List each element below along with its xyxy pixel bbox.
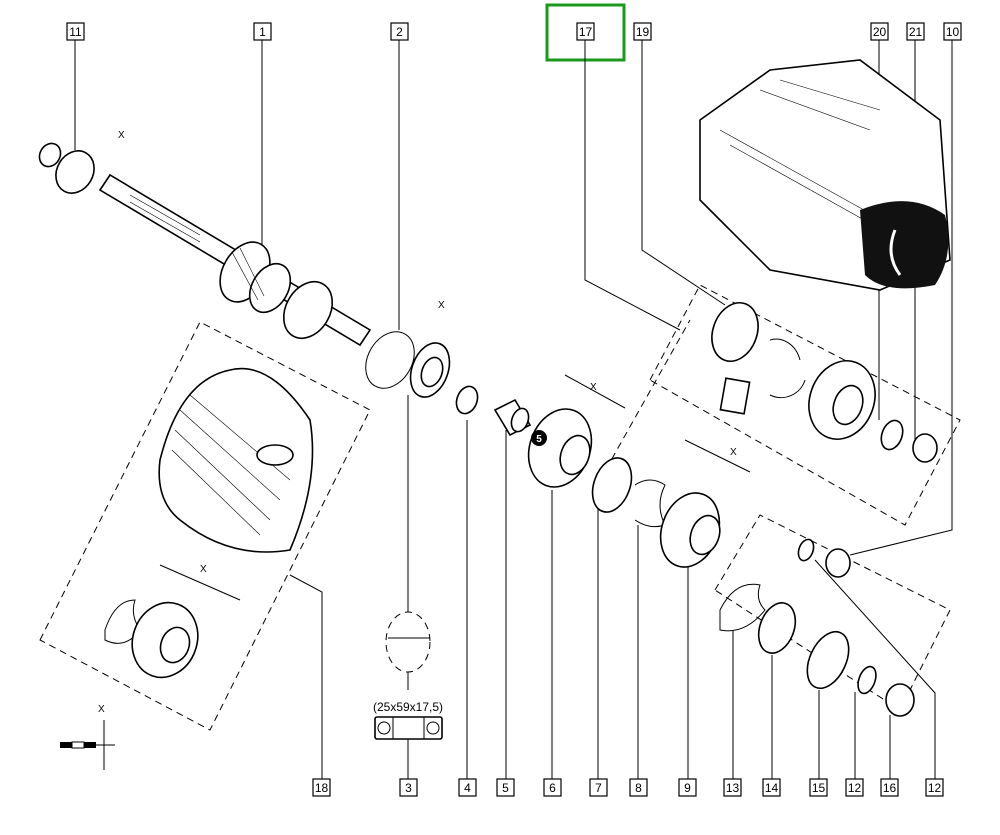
callout-10[interactable]: 10 bbox=[943, 22, 962, 41]
primary-shaft bbox=[38, 142, 372, 347]
svg-text:X: X bbox=[730, 447, 737, 458]
svg-text:9: 9 bbox=[684, 781, 691, 795]
synchro-group-outline bbox=[649, 284, 961, 526]
svg-text:X: X bbox=[438, 300, 445, 311]
needle-bushing bbox=[493, 398, 532, 437]
half-rings bbox=[769, 338, 806, 399]
callout-14[interactable]: 14 bbox=[762, 778, 781, 797]
synchro-ring bbox=[591, 457, 633, 513]
housing-cover bbox=[158, 367, 314, 553]
svg-text:15: 15 bbox=[812, 781, 826, 795]
callout-12[interactable]: 12 bbox=[845, 778, 864, 797]
svg-text:8: 8 bbox=[635, 781, 642, 795]
nut bbox=[912, 433, 938, 463]
svg-text:14: 14 bbox=[765, 781, 779, 795]
svg-text:19: 19 bbox=[636, 25, 650, 39]
callout-9[interactable]: 9 bbox=[678, 778, 697, 797]
callout-2[interactable]: 2 bbox=[390, 22, 409, 41]
detail-circle bbox=[385, 611, 431, 673]
bearing-section-icon bbox=[374, 716, 443, 740]
svg-text:10: 10 bbox=[946, 25, 960, 39]
fork-sleeve bbox=[757, 602, 797, 654]
callout-1[interactable]: 1 bbox=[253, 22, 272, 41]
callout-20[interactable]: 20 bbox=[870, 22, 889, 41]
svg-text:16: 16 bbox=[883, 781, 897, 795]
callout-18[interactable]: 18 bbox=[312, 778, 331, 797]
svg-text:12: 12 bbox=[928, 781, 942, 795]
svg-text:X: X bbox=[118, 130, 125, 141]
callout-6[interactable]: 6 bbox=[543, 778, 562, 797]
bearing bbox=[409, 342, 451, 398]
gearbox-assembly bbox=[699, 59, 951, 291]
callout-8[interactable]: 8 bbox=[629, 778, 648, 797]
instruction-leaflet bbox=[719, 377, 751, 415]
svg-text:1: 1 bbox=[259, 25, 266, 39]
callouts-bottom: 18 3 4 5 6 7 8 9 13 14 15 12 16 12 bbox=[312, 778, 944, 797]
callout-12b[interactable]: 12 bbox=[925, 778, 944, 797]
washer-lower bbox=[857, 665, 877, 695]
circlip bbox=[365, 331, 415, 389]
spring-clip bbox=[634, 479, 666, 528]
callout-5[interactable]: 5 bbox=[496, 778, 515, 797]
toothed-ring bbox=[806, 630, 850, 690]
callout-13[interactable]: 13 bbox=[723, 778, 742, 797]
svg-text:5: 5 bbox=[502, 781, 509, 795]
callout-21[interactable]: 21 bbox=[906, 22, 925, 41]
svg-text:12: 12 bbox=[848, 781, 862, 795]
callout-11[interactable]: 11 bbox=[66, 22, 85, 41]
end-nut bbox=[885, 683, 915, 717]
callout-15[interactable]: 15 bbox=[809, 778, 828, 797]
svg-text:X: X bbox=[200, 564, 207, 575]
svg-text:17: 17 bbox=[579, 25, 593, 39]
scale-bar-icon bbox=[60, 720, 115, 770]
svg-text:18: 18 bbox=[315, 781, 329, 795]
badge-icon bbox=[531, 430, 547, 446]
synchro-hub-upper bbox=[808, 360, 876, 440]
axis-markers: X X X X X X bbox=[98, 130, 751, 715]
callout-19[interactable]: 19 bbox=[633, 22, 652, 41]
svg-text:7: 7 bbox=[595, 781, 602, 795]
callout-4[interactable]: 4 bbox=[458, 778, 477, 797]
washer bbox=[455, 385, 479, 415]
synchro-ring-upper bbox=[711, 302, 759, 362]
badge-number: 5 bbox=[536, 434, 542, 445]
callouts-top: 11 1 2 17 19 20 21 10 bbox=[66, 22, 962, 41]
callout-3[interactable]: 3 bbox=[399, 778, 418, 797]
nut-lower bbox=[825, 548, 851, 578]
synchro-hub bbox=[659, 492, 721, 568]
callout-17[interactable]: 17 bbox=[576, 22, 595, 41]
svg-text:3: 3 bbox=[405, 781, 412, 795]
spring-lower bbox=[719, 583, 766, 632]
hub-lower-left bbox=[104, 599, 199, 679]
callout-7[interactable]: 7 bbox=[589, 778, 608, 797]
svg-text:X: X bbox=[98, 704, 105, 715]
svg-text:21: 21 bbox=[909, 25, 923, 39]
fifth-speed-gear bbox=[527, 408, 593, 488]
callout-16[interactable]: 16 bbox=[880, 778, 899, 797]
bearing-dimensions: (25x59x17,5) bbox=[373, 700, 443, 714]
svg-text:2: 2 bbox=[396, 25, 403, 39]
svg-text:X: X bbox=[590, 382, 597, 393]
svg-text:11: 11 bbox=[69, 25, 82, 39]
svg-text:20: 20 bbox=[873, 25, 887, 39]
lock-washer-lower bbox=[797, 538, 815, 562]
svg-text:6: 6 bbox=[549, 781, 556, 795]
svg-text:13: 13 bbox=[726, 781, 740, 795]
svg-text:4: 4 bbox=[464, 781, 471, 795]
lock-washer bbox=[880, 419, 904, 451]
